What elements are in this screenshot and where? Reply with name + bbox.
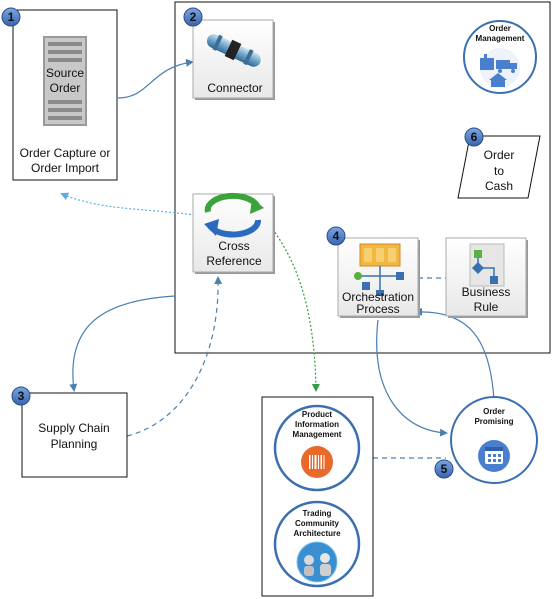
supply-chain-planning-box[interactable]: [21, 392, 128, 478]
order-capture-label-line2: Order Import: [31, 161, 100, 175]
pim-label-line2: Information: [295, 420, 339, 429]
cross-reference-label-line2: Reference: [206, 254, 262, 268]
source-order-label-line2: Order: [50, 81, 81, 95]
badge-1: 1: [1, 7, 21, 27]
dotted-crossref-to-pim: [263, 218, 320, 392]
rule-document-icon: [469, 243, 505, 287]
order-to-cash-shape[interactable]: [457, 135, 541, 199]
arrow-promising-to-orchestration: [414, 307, 495, 401]
tca-label-line1: Trading: [303, 509, 332, 518]
connector-pipe-icon: [206, 34, 261, 67]
dotted-crossref-to-order-capture: [60, 192, 196, 216]
business-rule-label-line2: Rule: [474, 300, 499, 314]
pim-label-line1: Product: [302, 410, 333, 419]
process-flow-icon: [354, 243, 404, 296]
orchestration-process-label-line1: Orchestration: [342, 290, 414, 304]
calendar-icon: [478, 440, 510, 472]
pim-label-line3: Management: [293, 430, 342, 439]
arrow-container-to-supply-chain: [69, 295, 176, 392]
business-rule-label-line1: Business: [462, 285, 511, 299]
order-management-icon: [480, 48, 520, 88]
refresh-arrows-icon: [204, 192, 264, 238]
order-promising-label-line1: Order: [483, 407, 505, 416]
main-container: [174, 1, 551, 354]
arrow-orchestration-to-promising: [376, 319, 448, 437]
badge-5: 5: [434, 459, 454, 479]
arrow-source-to-connector: [117, 58, 194, 99]
svg-text:5: 5: [441, 462, 448, 476]
svg-text:1: 1: [8, 10, 15, 24]
order-management-label-line2: Management: [476, 34, 525, 43]
connector-label: Connector: [207, 81, 262, 95]
order-management-label-line1: Order: [489, 24, 511, 33]
order-to-cash-label-line1: Order: [484, 148, 515, 162]
document-icon: [43, 36, 87, 126]
badge-4: 4: [326, 226, 346, 246]
dashed-supply-chain-to-crossref: [126, 276, 223, 437]
svg-text:2: 2: [190, 10, 197, 24]
tca-label-line3: Architecture: [293, 529, 341, 538]
cross-reference-label-line1: Cross: [218, 239, 249, 253]
order-to-cash-label-line3: Cash: [485, 179, 513, 193]
supply-chain-planning-label-line1: Supply Chain: [38, 421, 109, 435]
order-promising-label-line2: Promising: [474, 417, 513, 426]
badge-2: 2: [183, 7, 203, 27]
svg-text:4: 4: [333, 229, 340, 243]
order-capture-label-line1: Order Capture or: [20, 146, 111, 160]
svg-text:3: 3: [18, 389, 25, 403]
tca-label-line2: Community: [295, 519, 340, 528]
badge-3: 3: [11, 386, 31, 406]
svg-text:6: 6: [471, 130, 478, 144]
supply-chain-planning-label-line2: Planning: [51, 437, 98, 451]
source-order-label-line1: Source: [46, 66, 84, 80]
barcode-icon: [301, 446, 333, 478]
order-to-cash-label-line2: to: [494, 164, 504, 178]
orchestration-process-label-line2: Process: [356, 302, 399, 316]
badge-6: 6: [464, 127, 484, 147]
community-globe-icon: [296, 541, 338, 583]
